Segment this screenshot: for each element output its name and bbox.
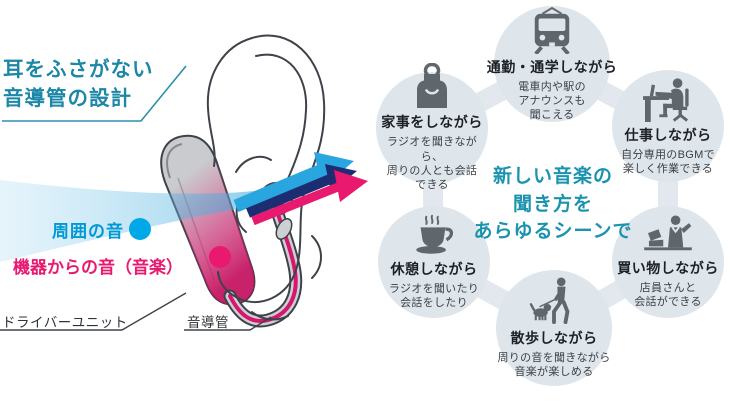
scene-walk: 散歩しながら 周りの音を聞きながら 音楽が楽しめる — [496, 270, 612, 386]
ambient-sound-label: 周囲の音 — [52, 222, 124, 241]
scene-desc: 電車内や駅の アナウンスも 聞こえる — [518, 80, 586, 122]
ear-outline — [206, 34, 326, 321]
cashier-icon — [642, 215, 694, 255]
driver-unit-leader — [0, 292, 187, 331]
scene-title: 散歩しながら — [510, 329, 598, 346]
device-sound-label: 機器からの音（音楽） — [13, 258, 183, 277]
scene-housework: 家事をしながら ラジオを聞きながら、 周りの人とも会話 できる — [376, 63, 488, 191]
scene-title: 買い物しながら — [617, 259, 719, 276]
driver-unit-label: ドライバーユニット — [2, 315, 128, 330]
ambient-sound-dot — [129, 218, 151, 240]
device-sound-arrow — [251, 170, 368, 226]
sound-conduit-label: 音導管 — [187, 315, 229, 330]
title-callout-line — [2, 65, 187, 122]
desk-work-icon — [642, 76, 694, 122]
center-caption: 新しい音楽の 聞き方を あらゆるシーンで — [473, 166, 633, 243]
train-icon — [530, 6, 574, 54]
scene-title: 家事をしながら — [381, 114, 483, 131]
apron-icon — [412, 63, 452, 109]
scene-shopping: 買い物しながら 店員さんと 会話ができる — [612, 206, 724, 318]
device-sound-dot — [209, 246, 231, 268]
scene-desc: ラジオを聞きながら、 周りの人とも会話 できる — [386, 136, 478, 192]
scene-title: 通勤・通学しながら — [486, 58, 618, 75]
conduit-leader — [184, 316, 272, 331]
scene-title: 休憩しながら — [390, 260, 478, 277]
scene-rest: 休憩しながら ラジオを聞いたり 会話をしたり — [378, 206, 490, 318]
scene-desc: 店員さんと 会話ができる — [634, 281, 702, 308]
diagram-title: 耳をふさがない 音導管の設計 — [3, 58, 154, 110]
dog-walk-icon — [529, 277, 579, 325]
coffee-cup-icon — [410, 214, 458, 256]
scene-work: 仕事しながら 自分専用のBGMで 楽しく作業できる — [612, 70, 724, 182]
scene-desc: 周りの音を聞きながら 音楽が楽しめる — [497, 351, 611, 378]
scene-title: 仕事しながら — [624, 126, 712, 143]
ear-illustration — [0, 34, 368, 331]
scene-desc: ラジオを聞いたり 会話をしたり — [388, 282, 480, 309]
scene-desc: 自分専用のBGMで 楽しく作業できる — [621, 148, 715, 175]
scene-commute: 通勤・通学しながら 電車内や駅の アナウンスも 聞こえる — [487, 6, 617, 122]
